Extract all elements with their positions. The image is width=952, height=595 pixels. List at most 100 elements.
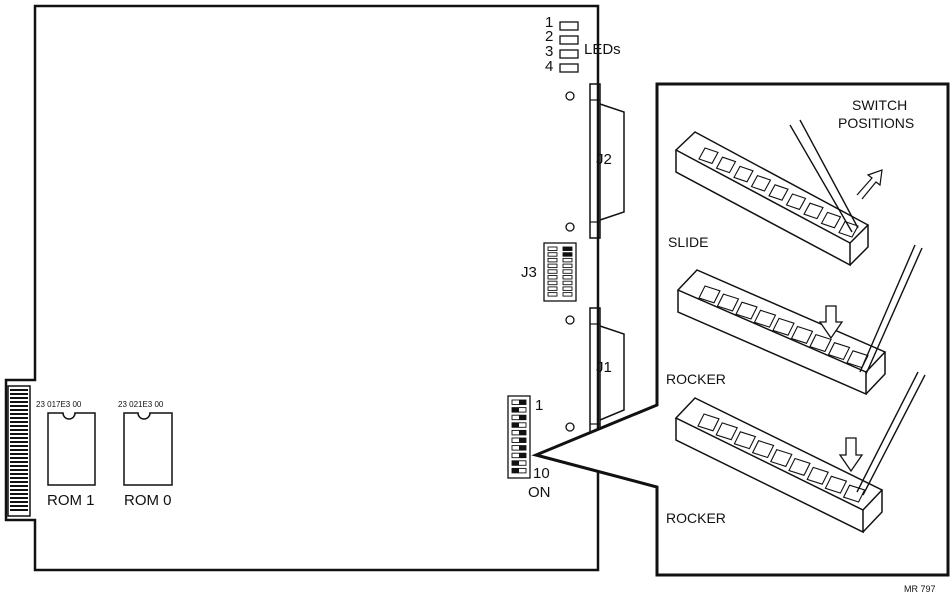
switch-slot bbox=[772, 317, 795, 336]
j3-pin bbox=[562, 252, 573, 257]
j3-pin bbox=[562, 275, 573, 280]
dip-switch-actuator bbox=[512, 460, 519, 466]
led-number-3: 3 bbox=[545, 43, 553, 60]
led-group: 1 2 3 4 LEDs bbox=[545, 14, 621, 75]
switch-slot bbox=[750, 174, 772, 192]
dip-switch-actuator bbox=[519, 430, 526, 435]
board-outline bbox=[4, 4, 600, 572]
dip-switch-actuator bbox=[519, 453, 526, 458]
j3-pin bbox=[562, 246, 573, 251]
j3-pin bbox=[547, 280, 558, 286]
led-number-1: 1 bbox=[545, 14, 553, 31]
slide-label: SLIDE bbox=[668, 234, 708, 250]
switch-slot bbox=[768, 184, 789, 201]
switch-slot bbox=[733, 165, 754, 183]
j3-pin bbox=[547, 257, 558, 263]
j3-pin bbox=[562, 269, 573, 274]
rocker-switch-illustration-1: ROCKER bbox=[666, 244, 923, 396]
switch-positions-title-line2: POSITIONS bbox=[838, 115, 914, 131]
rocker-switch-illustration-2: ROCKER bbox=[666, 371, 926, 534]
j3-pin bbox=[562, 286, 573, 291]
j3-label: J3 bbox=[521, 264, 537, 281]
j2-label: J2 bbox=[596, 151, 612, 168]
rocker2-down-arrow bbox=[838, 437, 864, 473]
switch-slot bbox=[716, 293, 740, 312]
switch-positions-title-line1: SWITCH bbox=[852, 97, 907, 113]
j3-pin bbox=[562, 292, 573, 297]
rom0-label: ROM 0 bbox=[124, 492, 172, 509]
rocker2-label: ROCKER bbox=[666, 510, 726, 526]
switch-slot bbox=[790, 325, 814, 344]
switch-slot bbox=[824, 475, 848, 494]
led-2 bbox=[559, 35, 579, 45]
switch-slot bbox=[751, 440, 775, 459]
j1-label: J1 bbox=[596, 359, 612, 376]
switch-slot bbox=[733, 431, 757, 450]
switch-slot bbox=[809, 333, 832, 353]
j3-pin bbox=[547, 246, 558, 251]
j3-pin bbox=[547, 252, 558, 257]
switch-slot bbox=[715, 422, 738, 441]
j3-pin bbox=[547, 292, 558, 297]
j3-pin bbox=[562, 257, 573, 263]
switch-slot bbox=[838, 220, 859, 238]
switch-slot bbox=[715, 156, 737, 174]
dip-label-bottom: 10 bbox=[533, 465, 550, 482]
j3-pin bbox=[547, 275, 558, 280]
led-number-4: 4 bbox=[545, 58, 553, 75]
j3-pin bbox=[547, 286, 558, 291]
switch-slot bbox=[820, 211, 842, 229]
switch-slot bbox=[697, 413, 720, 432]
switch-slot bbox=[788, 457, 811, 476]
mount-hole bbox=[565, 422, 575, 432]
switch-slot bbox=[698, 285, 721, 304]
dip-switch-bank: 1 10 ON bbox=[507, 395, 551, 501]
switch-slot bbox=[785, 193, 807, 211]
led-3 bbox=[559, 49, 579, 59]
rom0-part-number: 23 021E3 00 bbox=[118, 400, 164, 409]
leds-label: LEDs bbox=[584, 41, 621, 58]
connector-j2: J2 bbox=[565, 83, 625, 239]
j3-pins bbox=[547, 246, 573, 297]
switch-slot bbox=[806, 466, 829, 485]
dip-switch-actuator bbox=[512, 407, 519, 413]
mount-hole bbox=[565, 91, 575, 101]
dip-on-label: ON bbox=[528, 484, 551, 501]
switch-slot bbox=[735, 301, 758, 320]
connector-j1: J1 bbox=[565, 307, 625, 441]
switch-slot bbox=[698, 147, 719, 165]
switch-slot bbox=[753, 309, 777, 328]
dip-switches bbox=[511, 399, 527, 474]
dip-label-top: 1 bbox=[535, 397, 543, 414]
switch-slot bbox=[827, 342, 851, 361]
mount-hole bbox=[565, 315, 575, 325]
edge-connector-fingers bbox=[10, 389, 28, 511]
dip-switch-actuator bbox=[519, 438, 526, 443]
switch-slot bbox=[803, 202, 824, 220]
slide-direction-arrow bbox=[856, 169, 883, 200]
led-4 bbox=[559, 63, 579, 73]
dip-switch-actuator bbox=[512, 422, 519, 428]
mount-hole bbox=[565, 222, 575, 232]
dip-switch-actuator bbox=[519, 445, 526, 451]
connector-j3: J3 bbox=[521, 242, 577, 302]
rom1-label: ROM 1 bbox=[47, 492, 95, 509]
j3-pin bbox=[547, 263, 558, 269]
led-1 bbox=[559, 21, 579, 31]
dip-switch-actuator bbox=[519, 415, 526, 420]
rom1-part-number: 23 017E3 00 bbox=[36, 400, 82, 409]
j3-pin bbox=[547, 269, 558, 274]
led-number-2: 2 bbox=[545, 28, 553, 45]
switch-slot bbox=[770, 448, 793, 468]
rom-1: 23 017E3 00 ROM 1 bbox=[36, 400, 96, 509]
figure-id: MR 797 bbox=[904, 584, 936, 594]
rocker1-label: ROCKER bbox=[666, 371, 726, 387]
rocker1-down-arrow bbox=[818, 305, 844, 340]
j3-pin bbox=[562, 280, 573, 286]
rom-0: 23 021E3 00 ROM 0 bbox=[118, 400, 173, 509]
dip-switch-actuator bbox=[519, 400, 526, 405]
dip-switch-actuator bbox=[512, 468, 519, 473]
slide-switch-illustration: SLIDE bbox=[668, 119, 883, 267]
callout-panel bbox=[531, 82, 950, 577]
